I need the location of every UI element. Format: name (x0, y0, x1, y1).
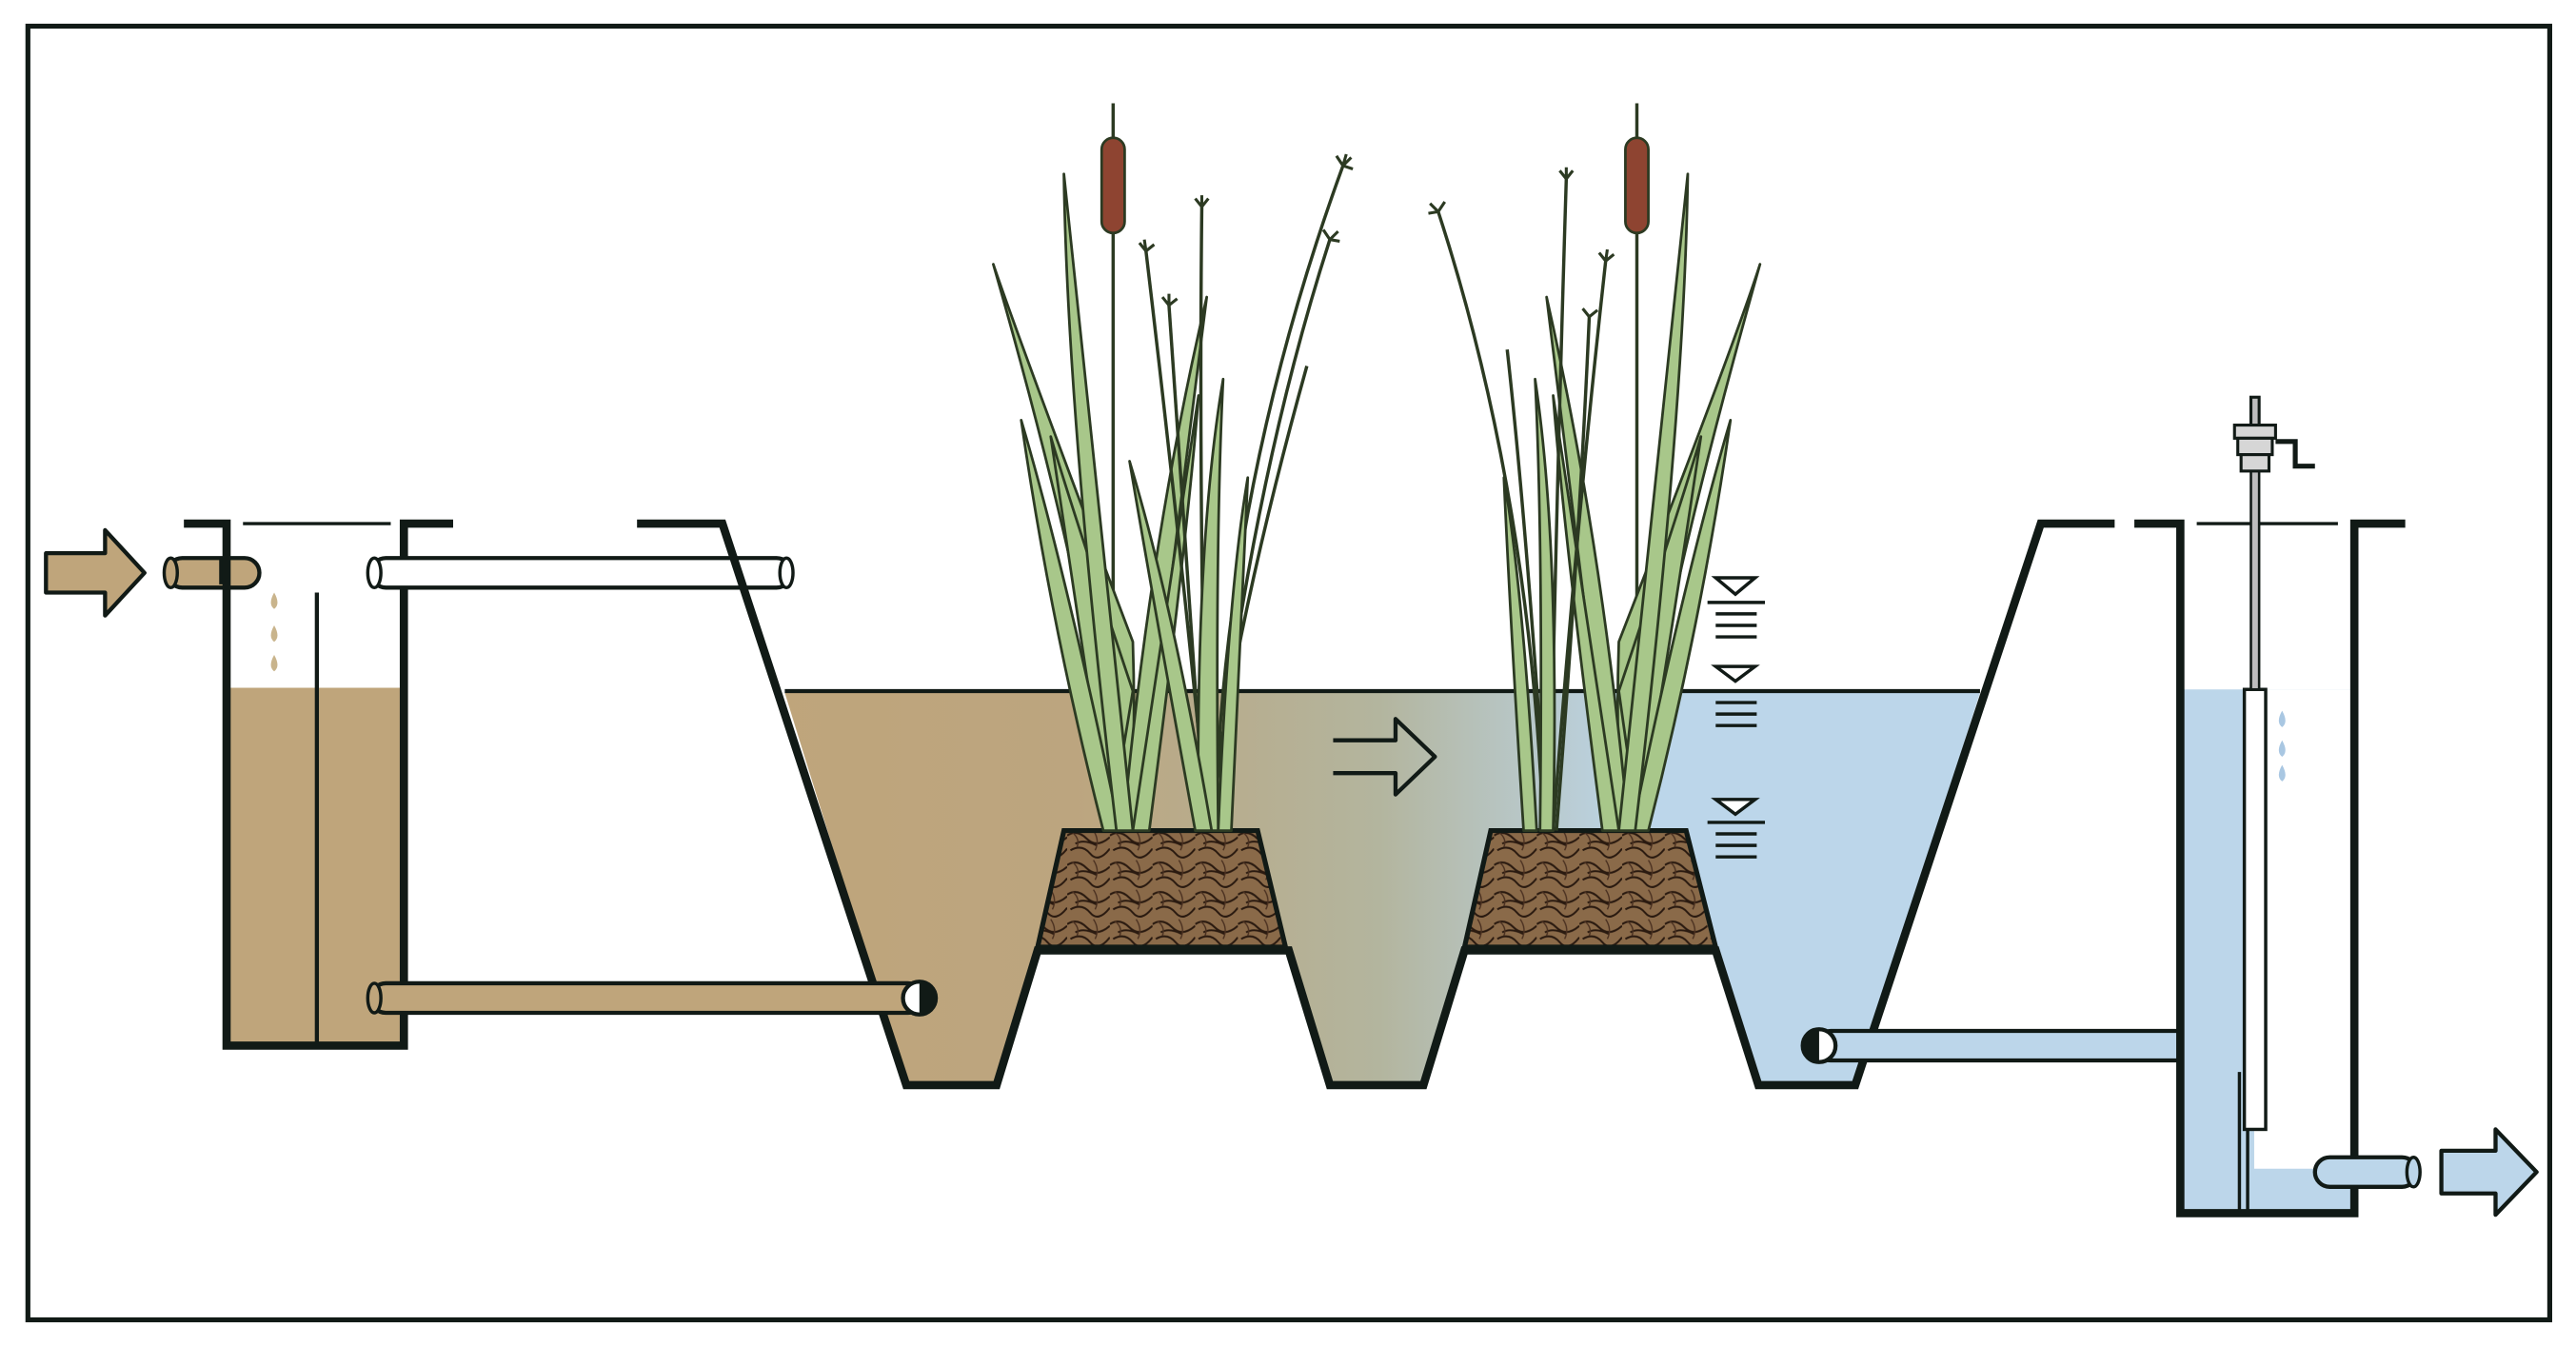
gate-valve-icon (2232, 395, 2315, 473)
outflow-drops (2278, 710, 2286, 782)
discharge-pipe (2312, 1155, 2422, 1189)
outlet-pipe (1800, 1027, 2209, 1064)
transfer-pipe (366, 980, 939, 1017)
floating-mat-left (1034, 827, 1289, 950)
inlet-pipe (162, 556, 262, 590)
rush-plant-icon (1428, 167, 1615, 832)
floating-mat-right (1461, 827, 1719, 950)
inflow-drops (270, 592, 278, 672)
outflow-arrow-icon (2439, 1127, 2539, 1217)
water-level-marker-icon (1707, 576, 1766, 639)
inflow-arrow-icon (44, 527, 147, 618)
diagram-frame (25, 23, 2552, 1323)
cattail-plant-icon (1545, 103, 1762, 832)
cattail-plant-icon (992, 103, 1209, 832)
rush-plant-icon (1128, 153, 1354, 832)
overflow-pipe (366, 556, 795, 590)
wetland-basin (637, 519, 2115, 1090)
water-level-marker-icon (1711, 664, 1760, 727)
flow-direction-arrow-icon (1333, 717, 1437, 797)
water-level-marker-icon (1707, 798, 1766, 859)
